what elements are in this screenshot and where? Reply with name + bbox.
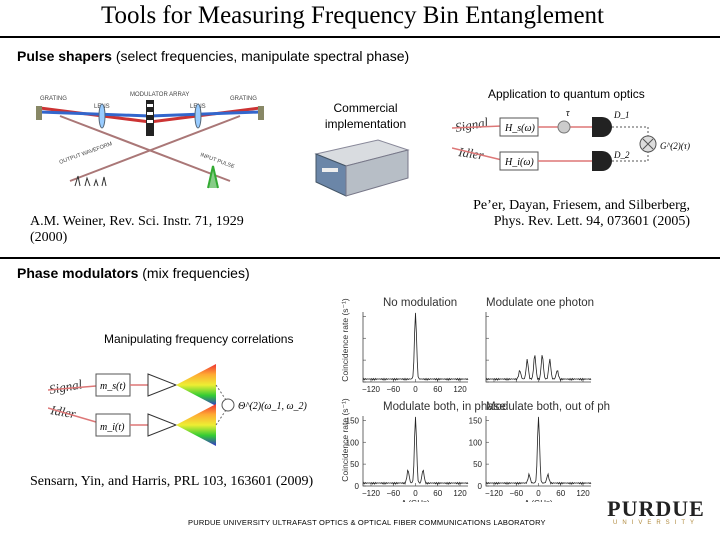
y-tick-label: 0: [355, 482, 360, 491]
y-tick-label: 50: [473, 460, 482, 469]
panel-label: No modulation: [383, 297, 457, 309]
x-tick-label: −120: [362, 385, 381, 394]
title-divider: [0, 36, 720, 38]
label-grating-left: GRATING: [40, 96, 67, 102]
label-input-pulse: INPUT PULSE: [199, 152, 235, 170]
manipulating-label: Manipulating frequency correlations: [104, 332, 294, 346]
heading-rest: (select frequencies, manipulate spectral…: [111, 48, 410, 64]
commercial-device-image: [314, 139, 410, 197]
coincidence-trace: [362, 312, 469, 382]
panel-axes: [485, 416, 591, 487]
label-grating-right: GRATING: [230, 96, 257, 102]
coincidence-trace: [485, 416, 592, 486]
citation-weiner: A.M. Weiner, Rev. Sci. Instr. 71, 1929 (…: [30, 214, 244, 245]
prism-top: [147, 373, 178, 397]
spectrum-top: [176, 364, 216, 406]
x-tick-label: −120: [362, 489, 381, 498]
label-signal2: Signal: [48, 376, 84, 397]
heading-bold: Pulse shapers: [17, 48, 112, 64]
x-tick-label: 120: [453, 489, 467, 498]
pulse-shaper-diagram: GRATING LENS MODULATOR ARRAY LENS GRATIN…: [36, 92, 264, 189]
coincidence-plots: No modulation −120 −60 0 60 120 Modulate one p…: [340, 297, 610, 502]
label-tau: τ: [566, 108, 570, 119]
modulator-array: [146, 100, 154, 136]
logo-sub: UNIVERSITY: [612, 520, 699, 526]
y-tick-label: 150: [346, 416, 360, 425]
y-tick-label: 100: [469, 438, 483, 447]
panel-axes: [362, 312, 468, 383]
page-title: Tools for Measuring Frequency Bin Entang…: [100, 2, 604, 29]
lens-left: [98, 103, 106, 129]
lens-right: [194, 103, 202, 129]
section-divider: [0, 257, 720, 259]
heading2-rest: (mix frequencies): [138, 265, 250, 281]
label-hi: H_i(ω): [504, 157, 534, 168]
x-tick-label: 0: [413, 489, 418, 498]
footer-lab: PURDUE UNIVERSITY ULTRAFAST OPTICS & OPT…: [188, 518, 546, 527]
panel-label: Modulate one photon: [486, 297, 594, 309]
grating-right: [258, 106, 264, 120]
x-tick-label: −120: [485, 489, 504, 498]
phase-modulator-diagram: Signal Idler m_s(t) m_i(t) Θ^(2)(ω_1, ω_…: [48, 364, 308, 446]
x-tick-label: −60: [386, 385, 400, 394]
delay-element: [557, 120, 571, 134]
label-d1: D_1: [613, 110, 630, 120]
panel-label: Modulate both, out of phase: [486, 401, 610, 413]
detector-d2: [592, 151, 612, 171]
label-output-waveform: OUTPUT WAVEFORM: [59, 141, 114, 166]
x-axis-label: Δ (GHz): [524, 499, 553, 502]
x-tick-label: −60: [509, 489, 523, 498]
label-ms: m_s(t): [100, 381, 126, 392]
quantum-optics-diagram: Signal Idler H_s(ω) H_i(ω) τ D_1 D_2 G^(…: [452, 108, 690, 171]
label-mi: m_i(t): [100, 422, 125, 433]
x-tick-label: 60: [433, 385, 442, 394]
x-tick-label: 60: [556, 489, 565, 498]
label-hs: H_s(ω): [504, 123, 536, 134]
prism-bottom: [147, 413, 178, 437]
section-pulse-shapers-heading: Pulse shapers (select frequencies, manip…: [17, 48, 409, 64]
output-pulse-train-icon: [74, 175, 107, 187]
y-tick-label: 150: [469, 416, 483, 425]
y-tick-label: 0: [478, 482, 483, 491]
panel-label: Modulate both, in phase: [383, 401, 506, 413]
citation-peer: Pe’er, Dayan, Friesem, and Silberberg, P…: [473, 198, 690, 229]
x-tick-label: 120: [576, 489, 590, 498]
heading2-bold: Phase modulators: [17, 265, 139, 281]
y-tick-label: 100: [346, 438, 360, 447]
y-tick-label: 50: [350, 460, 359, 469]
logo-wordmark: PURDUE: [607, 496, 705, 521]
x-tick-label: 0: [536, 489, 541, 498]
grating-left: [36, 106, 42, 120]
commercial-implementation-label: Commercial implementation: [324, 101, 407, 131]
citation-sensarn: Sensarn, Yin, and Harris, PRL 103, 16360…: [30, 474, 314, 489]
x-tick-label: −60: [386, 489, 400, 498]
panel-axes: [362, 416, 468, 487]
correlation-icon: [221, 398, 235, 412]
detector-d1: [592, 117, 612, 137]
spectrum-bottom: [176, 404, 216, 446]
application-title: Application to quantum optics: [488, 87, 645, 101]
coincidence-trace: [485, 355, 592, 382]
coincidence-trace: [362, 416, 469, 486]
y-axis-label: Coincidence rate (s⁻¹): [340, 398, 350, 482]
input-pulse-icon: [207, 165, 219, 189]
section-phase-modulators-heading: Phase modulators (mix frequencies): [17, 265, 250, 281]
x-tick-label: 120: [453, 385, 467, 394]
y-axis-label-top: Coincidence rate (s⁻¹): [340, 298, 350, 382]
label-d2: D_2: [613, 150, 630, 160]
x-tick-label: 60: [433, 489, 442, 498]
label-modulator-array: MODULATOR ARRAY: [130, 92, 189, 98]
label-theta: Θ^(2)(ω_1, ω_2): [238, 401, 308, 412]
panel-axes: [485, 312, 591, 383]
label-signal: Signal: [454, 114, 490, 135]
x-axis-label: Δ (GHz): [401, 499, 430, 502]
label-g2: G^(2)(τ): [660, 141, 690, 151]
purdue-logo: PURDUE UNIVERSITY: [606, 496, 706, 527]
x-tick-label: 0: [413, 385, 418, 394]
